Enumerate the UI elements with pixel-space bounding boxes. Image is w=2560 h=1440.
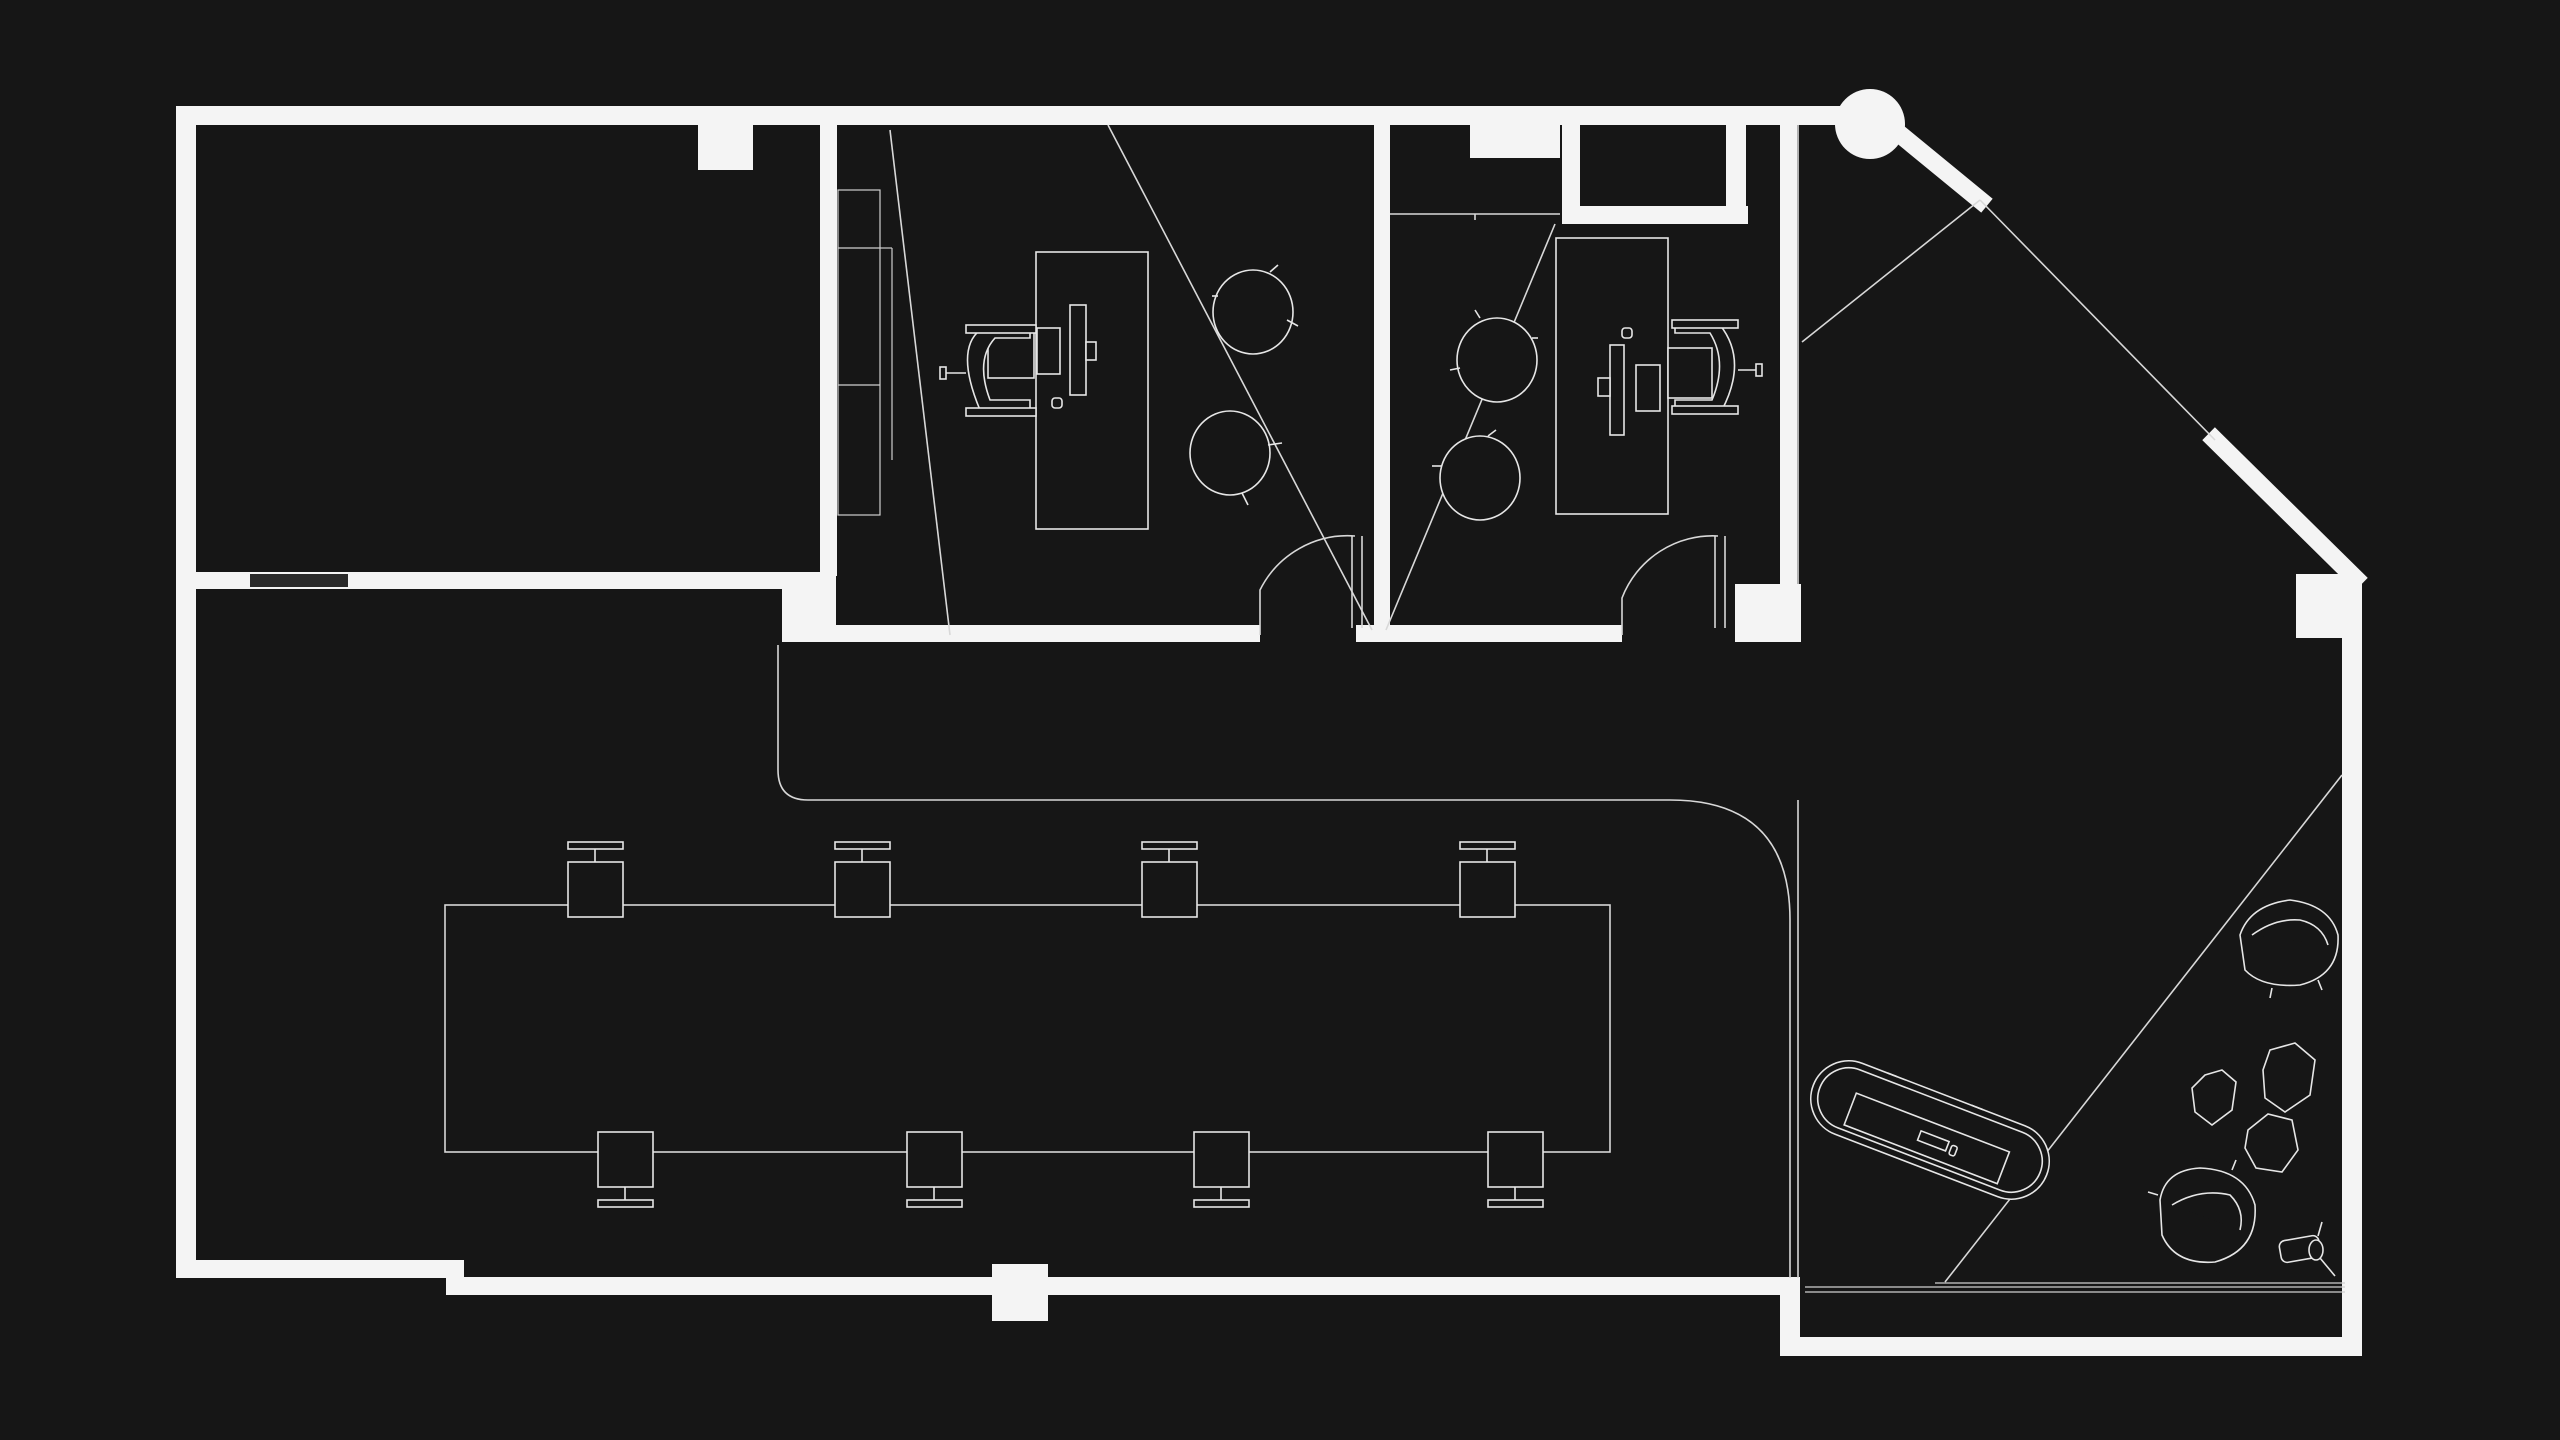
lounge-area xyxy=(1805,774,2345,1293)
armchair-icon xyxy=(1189,264,1299,506)
chair-icon xyxy=(597,1131,654,1208)
chair-icon xyxy=(567,841,624,918)
outer-walls xyxy=(176,89,2368,1356)
chair-icon xyxy=(1459,841,1516,918)
monitor-icon xyxy=(1069,304,1087,396)
sofa-icon xyxy=(1809,1060,2051,1200)
side-table-icon xyxy=(2278,1221,2336,1277)
chair-icon xyxy=(906,1131,963,1208)
office-left xyxy=(837,124,1373,636)
office-right xyxy=(1385,214,1763,631)
chair-icon xyxy=(1193,1131,1250,1208)
armchair-icon xyxy=(1432,309,1538,521)
chair-icon xyxy=(939,324,1037,417)
glazing-lines xyxy=(1797,125,2216,630)
chair-icon xyxy=(1487,1131,1544,1208)
desk-icon xyxy=(1035,251,1149,530)
desk-icon xyxy=(444,904,1611,1153)
keyboard-icon xyxy=(1635,364,1661,412)
chair-icon xyxy=(1141,841,1198,918)
monitor-icon xyxy=(1609,344,1625,436)
side-table-icon xyxy=(2191,1042,2316,1173)
corridor-outline xyxy=(777,645,1799,1278)
armchair-icon xyxy=(2239,899,2339,999)
open-workspace xyxy=(444,841,1611,1208)
chair-icon xyxy=(1667,319,1763,415)
interior-walls xyxy=(176,106,1801,642)
keyboard-icon xyxy=(1036,327,1061,375)
door-swing-icon xyxy=(1259,534,1726,635)
chair-icon xyxy=(834,841,891,918)
armchair-icon xyxy=(2147,1159,2256,1264)
